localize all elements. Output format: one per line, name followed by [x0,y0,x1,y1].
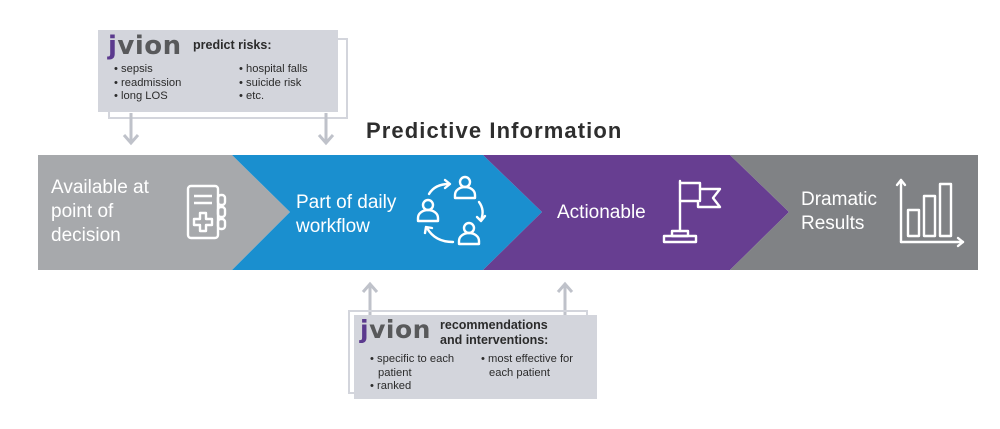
logo-rest: vion [117,31,182,61]
label-line: Available at [51,177,149,198]
label-line: Results [801,213,865,234]
label-line: point of [51,201,114,222]
people-cycle-icon [416,175,487,246]
list-item: suicide risk [239,77,308,91]
segment-results-label: Dramatic Results [801,188,877,236]
down-arrow-right-icon [317,113,335,146]
segment-actionable [483,155,789,270]
jvion-logo-top: jvion [108,32,182,60]
segment-available-label: Available at point of decision [51,176,149,248]
list-item-continuation: each patient [489,366,550,379]
list-item: etc. [239,90,308,104]
list-item: hospital falls [239,63,308,77]
bottom-callout-heading: recommendations and interventions: [440,318,548,348]
heading-line: recommendations [440,318,548,332]
label-line: workflow [296,216,370,237]
bottom-callout-right-list: most effective for each patient [481,353,573,380]
logo-rest: vion [369,315,431,344]
top-callout-right-list: hospital falls suicide risk etc. [239,63,308,104]
list-item: long LOS [114,90,181,104]
list-item-continuation: patient [378,366,412,379]
segment-workflow [232,155,542,270]
diagram-title: Predictive Information [366,118,623,143]
clipboard-medical-icon [186,184,227,240]
list-item: sepsis [114,63,181,77]
flag-icon [662,179,722,244]
list-item: readmission [114,77,181,91]
bar-chart-icon [895,178,965,248]
logo-accent-letter: j [360,315,370,344]
list-item: ranked [370,380,454,394]
logo-accent-letter: j [108,31,118,61]
segment-workflow-label: Part of daily workflow [296,191,396,239]
heading-line: and interventions: [440,333,549,347]
down-arrow-left-icon [122,113,140,146]
top-callout-left-list: sepsis readmission long LOS [114,63,181,104]
label-line: Actionable [557,202,646,223]
label-line: decision [51,225,121,246]
top-callout-heading: predict risks: [193,38,272,52]
label-line: Part of daily [296,192,397,213]
bottom-callout-left-list: specific to each patient ranked [370,353,454,394]
segment-actionable-label: Actionable [557,201,646,225]
segment-available [38,155,290,270]
jvion-logo-bottom: jvion [360,316,431,344]
label-line: Dramatic [801,189,878,210]
list-item: most effective for [481,353,573,367]
list-item: specific to each [370,353,454,367]
